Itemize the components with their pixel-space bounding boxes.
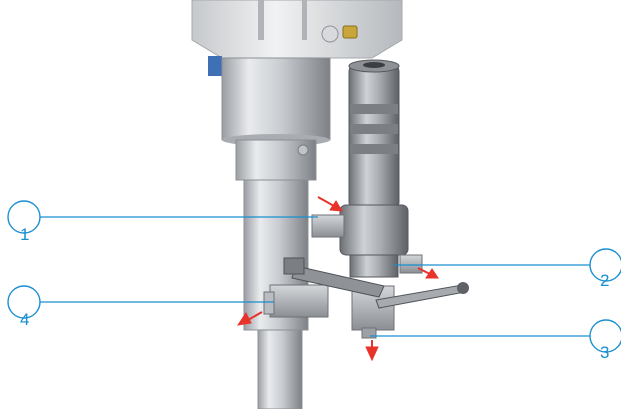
- callout-label-2: 2: [600, 271, 610, 290]
- callout-circles: [7, 200, 621, 353]
- callout-circle-2: [589, 248, 621, 282]
- valve-levers: [283, 257, 469, 309]
- filter-cartridge: [339, 59, 409, 278]
- arrow-inlet-1: [317, 196, 343, 212]
- arrow-drain-3: [365, 340, 379, 362]
- callout-lines: [40, 216, 603, 337]
- callout-circle-3: [589, 319, 621, 353]
- top-housing: [191, 0, 403, 76]
- upper-body: [221, 57, 331, 181]
- callout-label-4: 4: [20, 310, 30, 329]
- flow-arrows: [236, 196, 439, 362]
- callout-label-1: 1: [20, 225, 30, 244]
- arrow-outlet-2: [417, 267, 439, 279]
- callout-circle-1: [7, 200, 41, 234]
- callout-circle-4: [7, 285, 41, 319]
- arrow-outlet-4: [236, 311, 263, 326]
- callout-label-3: 3: [600, 343, 610, 362]
